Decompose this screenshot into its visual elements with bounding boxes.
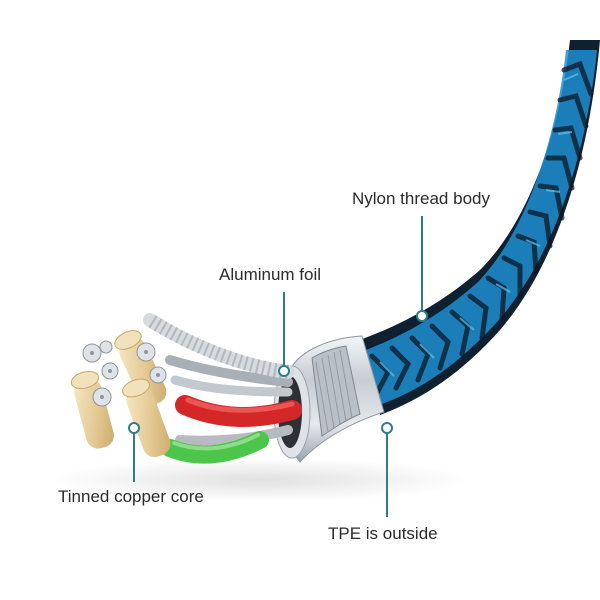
floor-shadow — [50, 458, 470, 502]
callout-dot-nylon — [416, 310, 428, 322]
tinned-copper-cores — [70, 330, 171, 458]
callout-dot-foil — [278, 365, 290, 377]
callout-tinned-copper-core: Tinned copper core — [58, 487, 204, 506]
callout-tpe-outside: TPE is outside — [328, 524, 438, 543]
callout-dot-core — [128, 422, 140, 434]
callout-dot-tpe — [381, 422, 393, 434]
metal-sleeve — [273, 335, 385, 463]
callout-lines — [133, 216, 423, 517]
braided-cable-body — [360, 40, 600, 415]
callout-aluminum-foil: Aluminum foil — [219, 265, 322, 284]
inner-wires — [143, 313, 302, 464]
callout-nylon-thread-body: Nylon thread body — [352, 189, 490, 208]
